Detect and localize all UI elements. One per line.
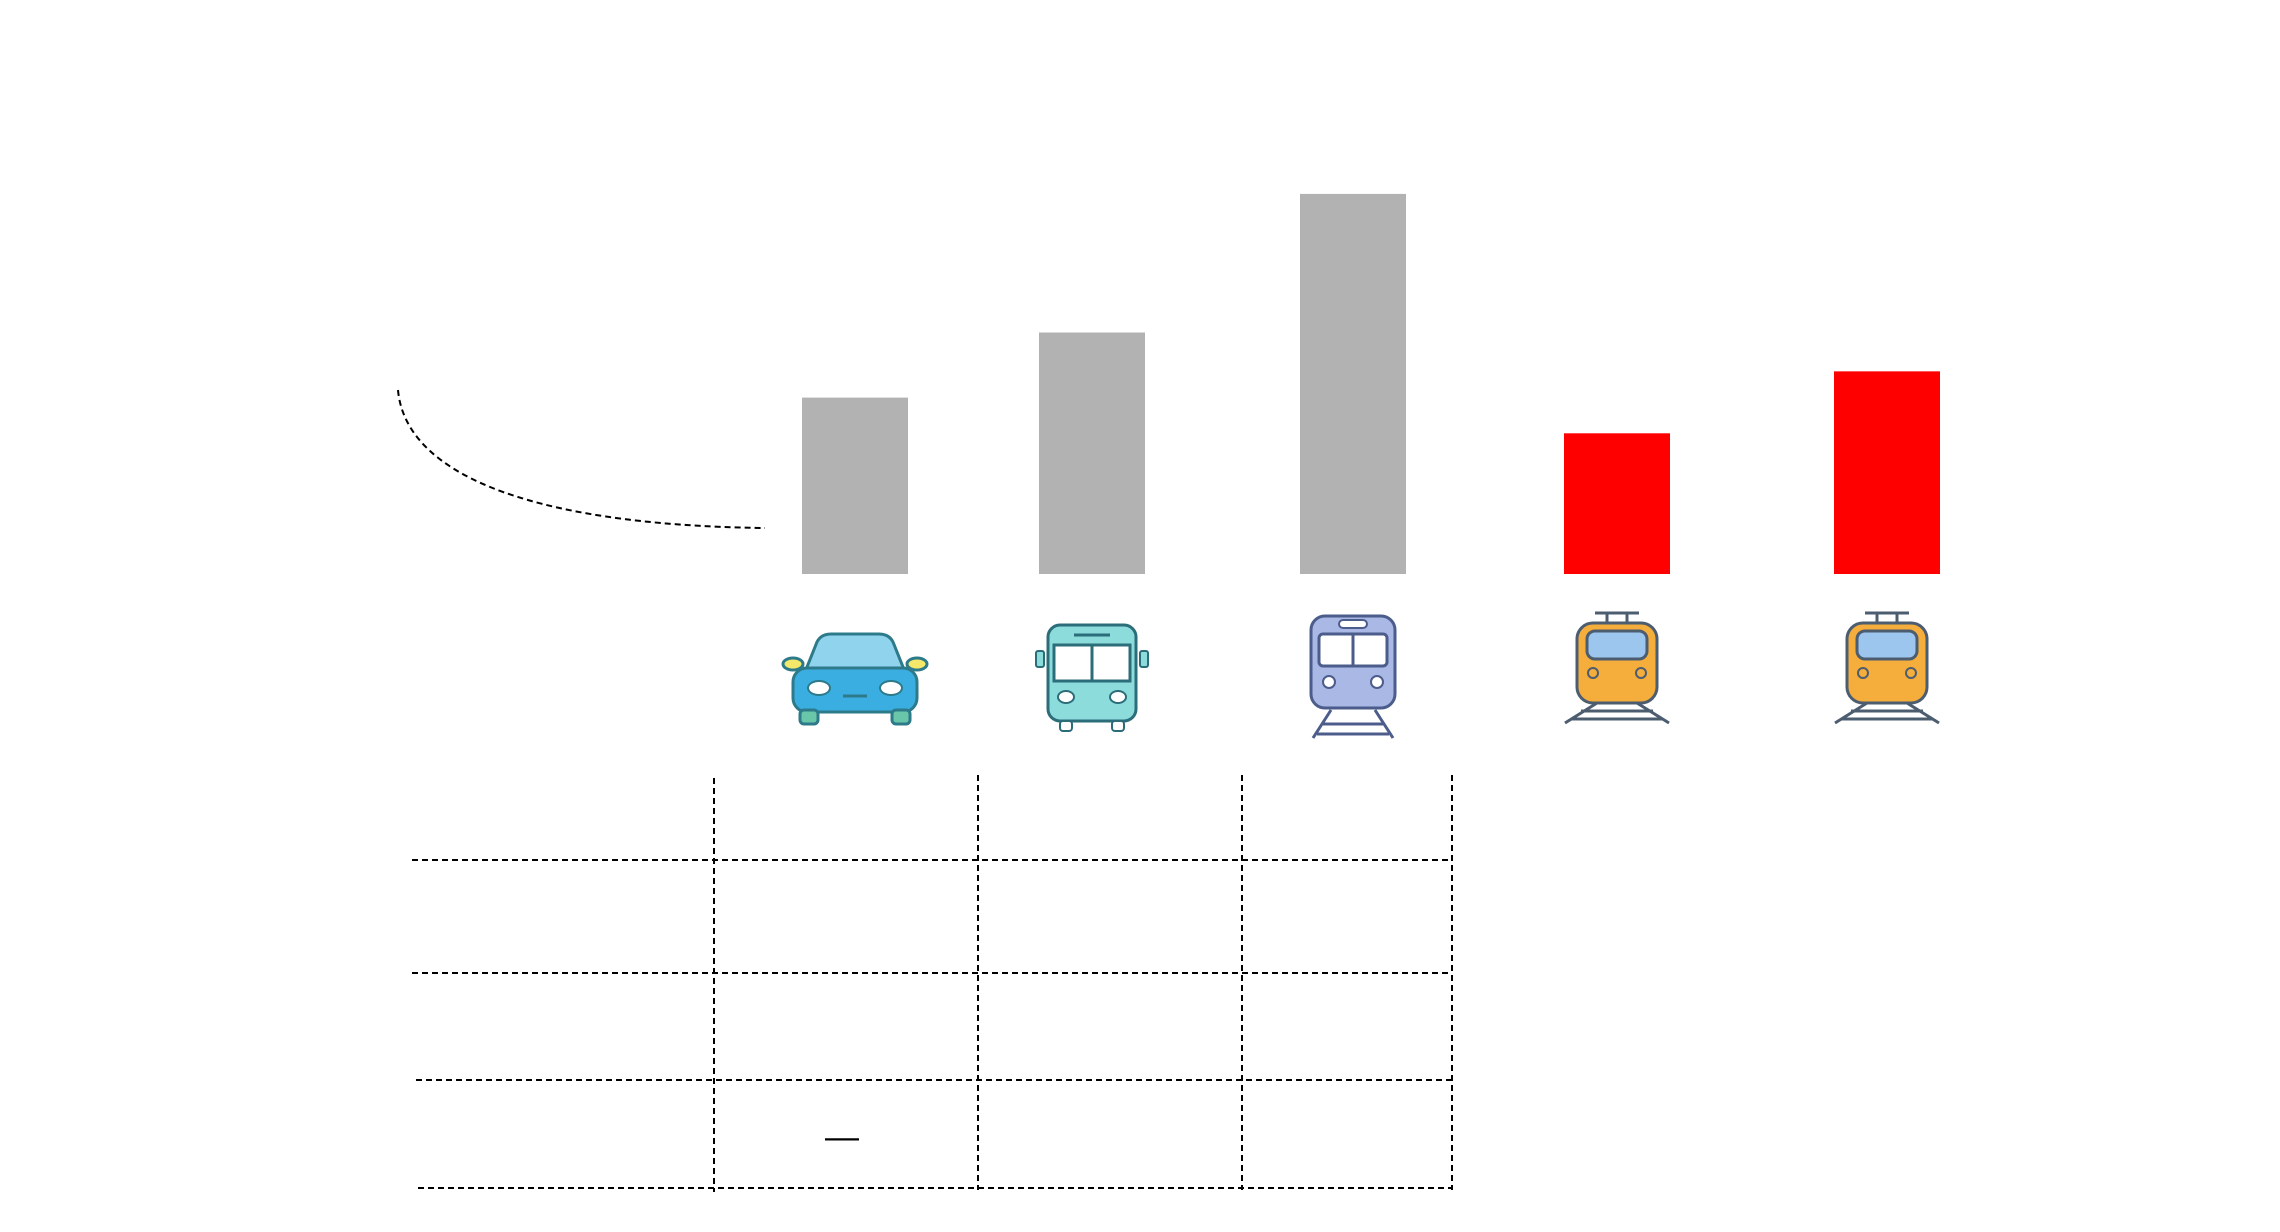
callout-curve (397, 389, 766, 529)
bar-5 (1834, 371, 1940, 574)
bar-group (802, 193, 1940, 574)
comparison-table: — (412, 775, 1453, 1192)
subway-icon (1309, 614, 1397, 739)
bar-2 (1039, 332, 1145, 574)
table-cell: — (825, 1118, 859, 1156)
bar-3 (1300, 193, 1406, 574)
icon-group (781, 611, 1940, 739)
car-icon (781, 632, 929, 726)
bus-icon (1035, 623, 1149, 732)
tram-icon (1564, 611, 1670, 725)
bar-1 (802, 397, 908, 574)
tram-icon (1834, 611, 1940, 725)
bar-4 (1564, 433, 1670, 574)
